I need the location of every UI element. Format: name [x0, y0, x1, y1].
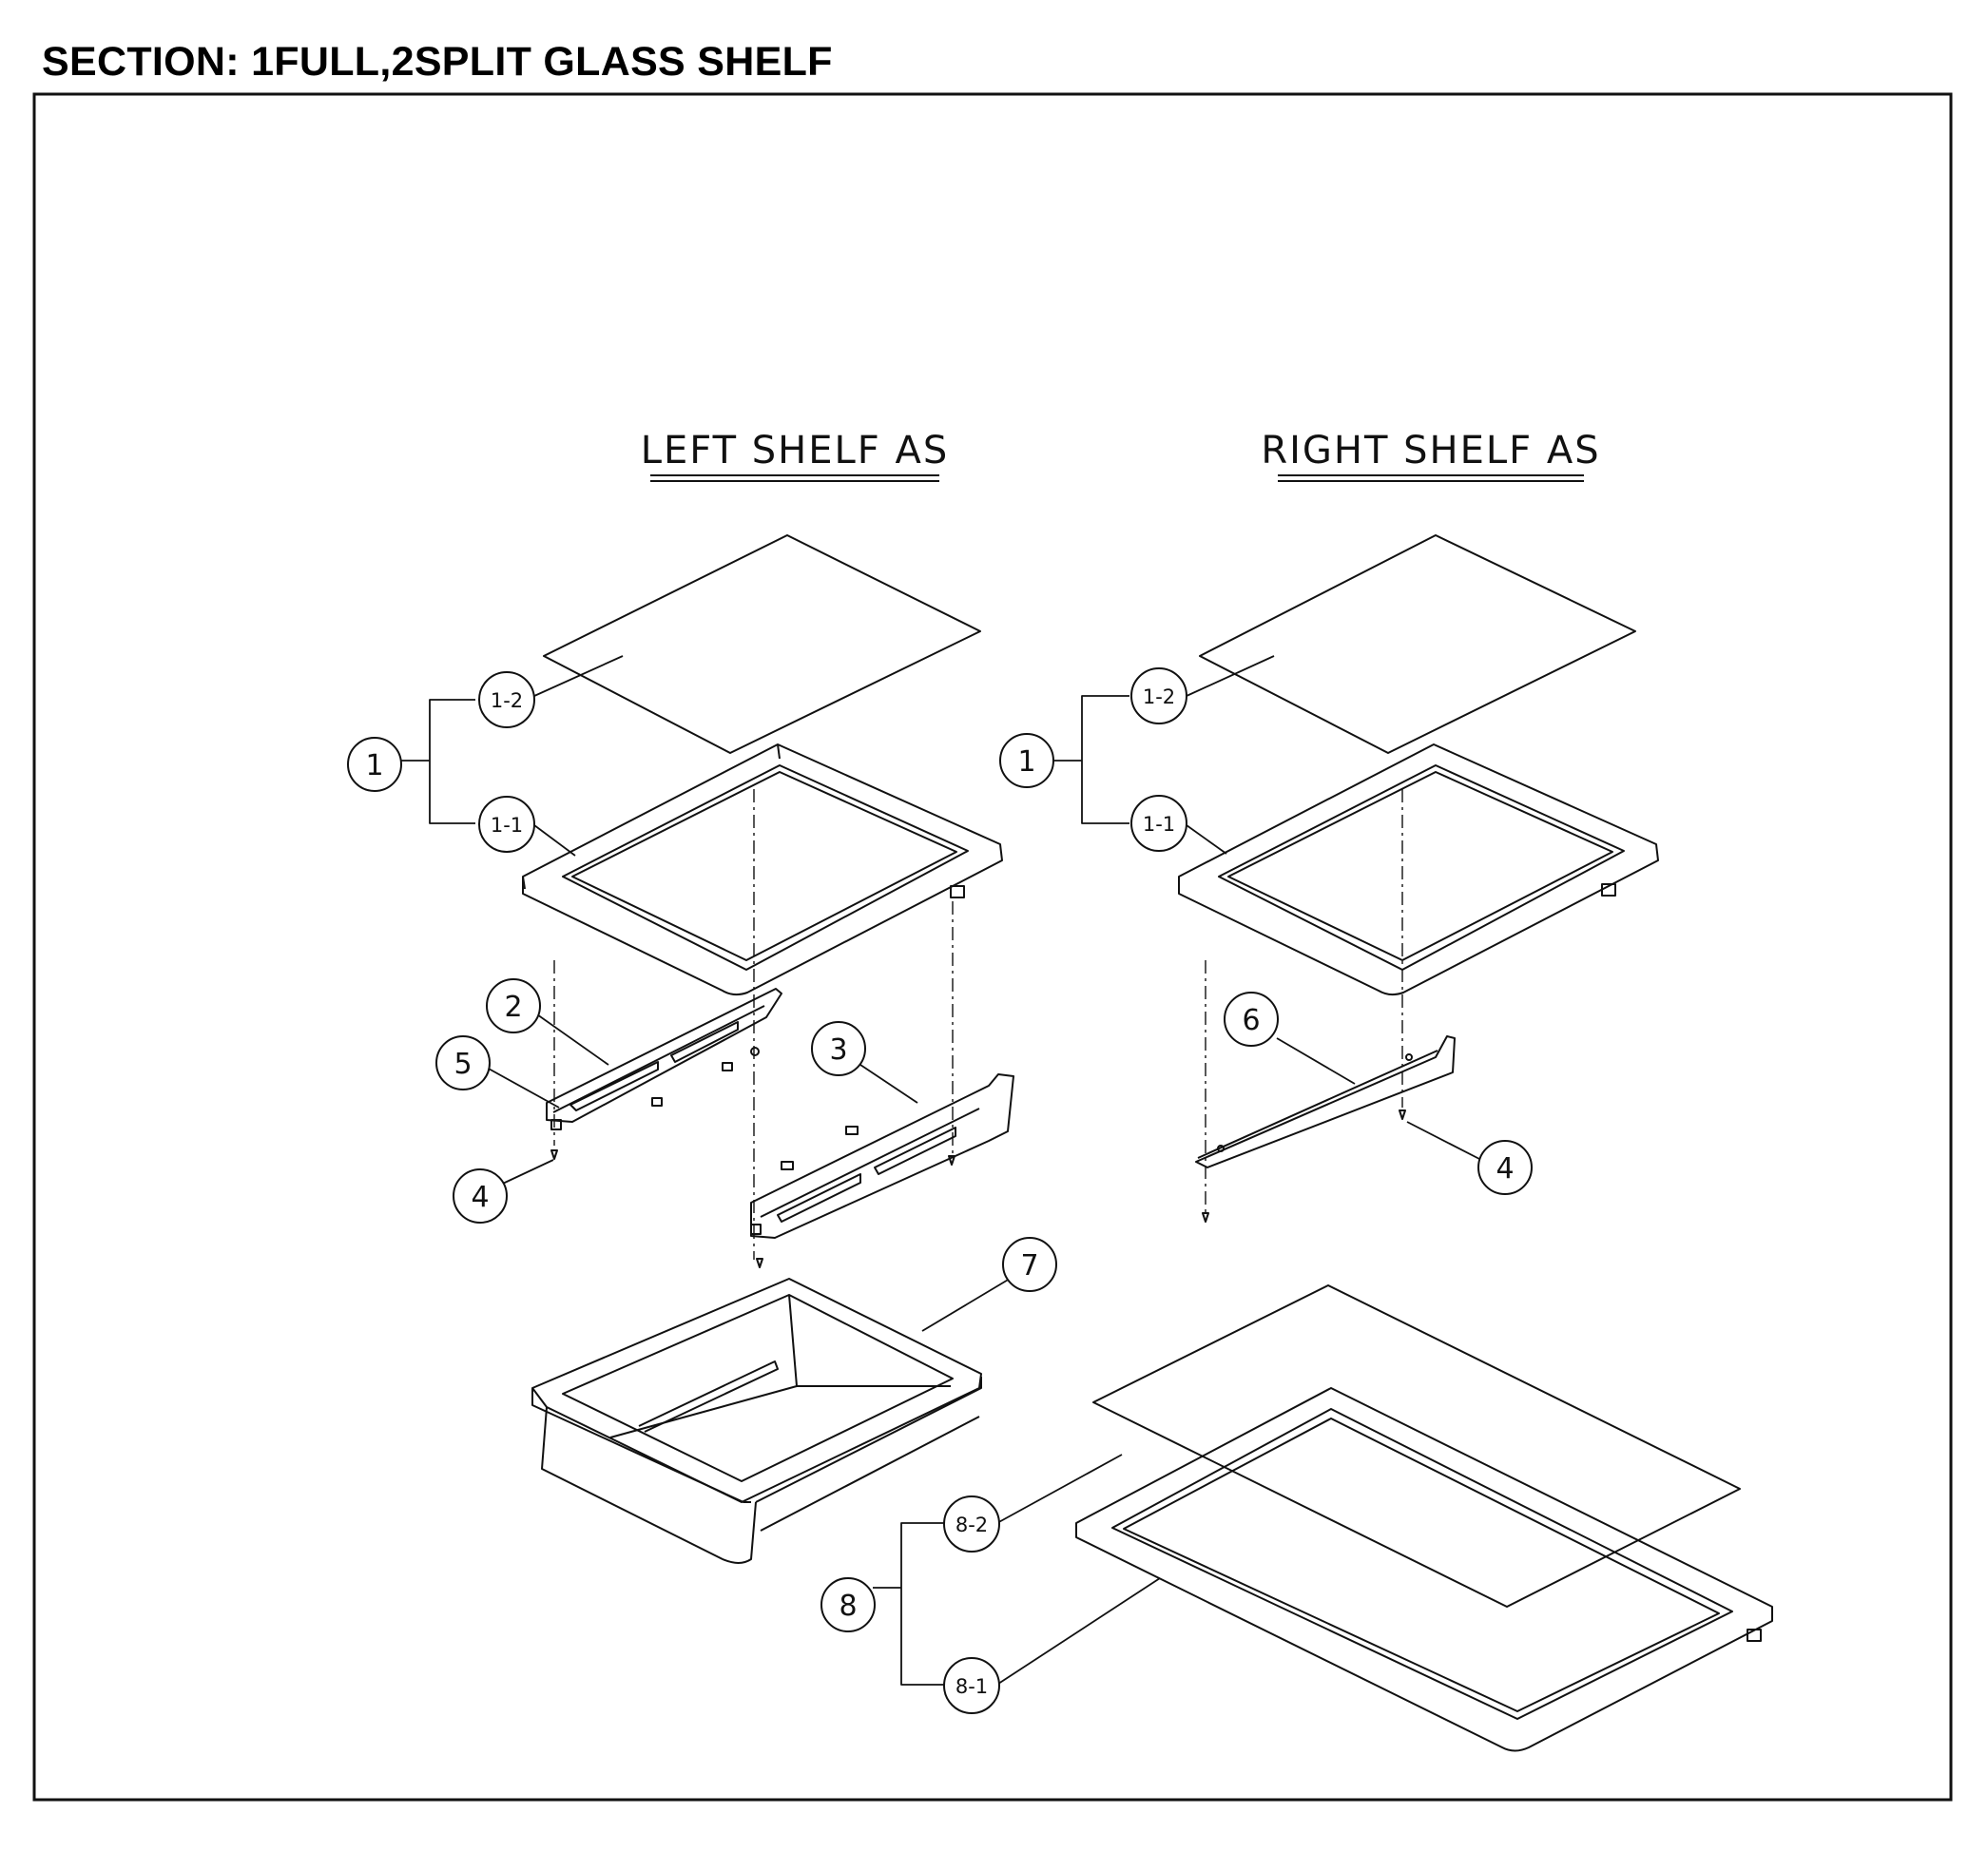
callout-right-6: 6 — [1224, 992, 1279, 1047]
full-shelf-frame — [1075, 1387, 1773, 1752]
left-shelf-heading: LEFT SHELF AS — [641, 429, 950, 482]
left-screws — [550, 1149, 955, 1268]
right-shelf-heading-text: RIGHT SHELF AS — [1261, 429, 1600, 473]
svg-text:8-2: 8-2 — [955, 1514, 988, 1536]
callout-8-1: 8-1 — [943, 1657, 1000, 1714]
right-shelf-heading: RIGHT SHELF AS — [1261, 429, 1600, 482]
callout-left-3: 3 — [811, 1021, 866, 1076]
left-rail-3 — [750, 1073, 1014, 1239]
svg-text:1: 1 — [365, 749, 383, 782]
svg-text:3: 3 — [829, 1033, 847, 1067]
left-shelf-heading-text: LEFT SHELF AS — [641, 429, 950, 473]
right-screws — [1202, 1109, 1406, 1223]
svg-text:8-1: 8-1 — [955, 1675, 988, 1698]
callout-left-4: 4 — [453, 1168, 508, 1224]
callout-left-5: 5 — [435, 1035, 491, 1090]
svg-text:4: 4 — [471, 1181, 489, 1214]
callout-8-2: 8-2 — [943, 1495, 1000, 1553]
full-shelf-glass — [1092, 1284, 1741, 1608]
leader-lines — [401, 655, 1482, 1687]
callout-right-1-2: 1-2 — [1130, 667, 1187, 724]
svg-text:1: 1 — [1017, 745, 1035, 779]
right-alignment-lines — [1205, 789, 1403, 1212]
svg-text:6: 6 — [1242, 1004, 1260, 1037]
callout-right-1: 1 — [999, 733, 1054, 788]
right-shelf-frame — [1178, 743, 1659, 996]
svg-text:1-2: 1-2 — [1143, 685, 1175, 708]
section-title: SECTION: 1FULL,2SPLIT GLASS SHELF — [42, 39, 833, 85]
right-glass-panel — [1199, 534, 1636, 754]
callout-left-1: 1 — [347, 737, 402, 792]
left-glass-panel — [543, 534, 981, 754]
left-rail-2 — [546, 988, 782, 1130]
left-shelf-frame — [522, 743, 1003, 996]
callout-left-2: 2 — [486, 978, 541, 1033]
svg-text:4: 4 — [1496, 1152, 1514, 1186]
svg-text:1-1: 1-1 — [491, 814, 523, 837]
svg-text:8: 8 — [839, 1590, 857, 1623]
callout-7: 7 — [1002, 1237, 1057, 1292]
svg-text:1-2: 1-2 — [491, 689, 523, 712]
callout-right-4: 4 — [1477, 1140, 1533, 1195]
crisper-drawer — [531, 1278, 982, 1564]
svg-text:2: 2 — [504, 991, 522, 1024]
svg-text:1-1: 1-1 — [1143, 813, 1175, 836]
right-rail-6 — [1195, 1035, 1456, 1168]
svg-text:5: 5 — [454, 1048, 472, 1081]
callout-8: 8 — [820, 1577, 876, 1632]
diagram-frame — [32, 92, 1953, 1802]
svg-text:7: 7 — [1020, 1249, 1038, 1283]
callout-left-1-1: 1-1 — [478, 796, 535, 853]
callout-left-1-2: 1-2 — [478, 671, 535, 728]
callout-right-1-1: 1-1 — [1130, 795, 1187, 852]
